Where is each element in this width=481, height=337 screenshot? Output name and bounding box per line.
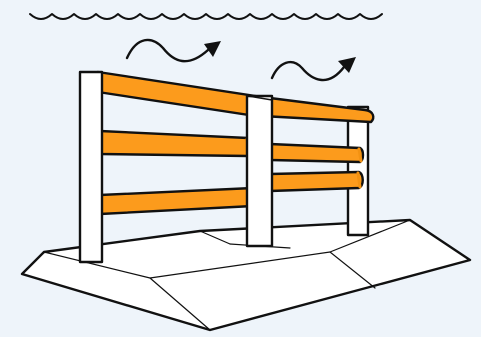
top-rail: [96, 70, 375, 124]
front-post-center: [245, 94, 274, 248]
lower-rail: [98, 170, 364, 216]
wave-line-icon: [29, 13, 383, 20]
curved-arrow-icon: [125, 38, 221, 63]
middle-rail: [98, 129, 365, 164]
front-post-left: [78, 70, 104, 264]
base-platform: [20, 218, 472, 332]
curved-arrow-icon: [270, 57, 356, 82]
